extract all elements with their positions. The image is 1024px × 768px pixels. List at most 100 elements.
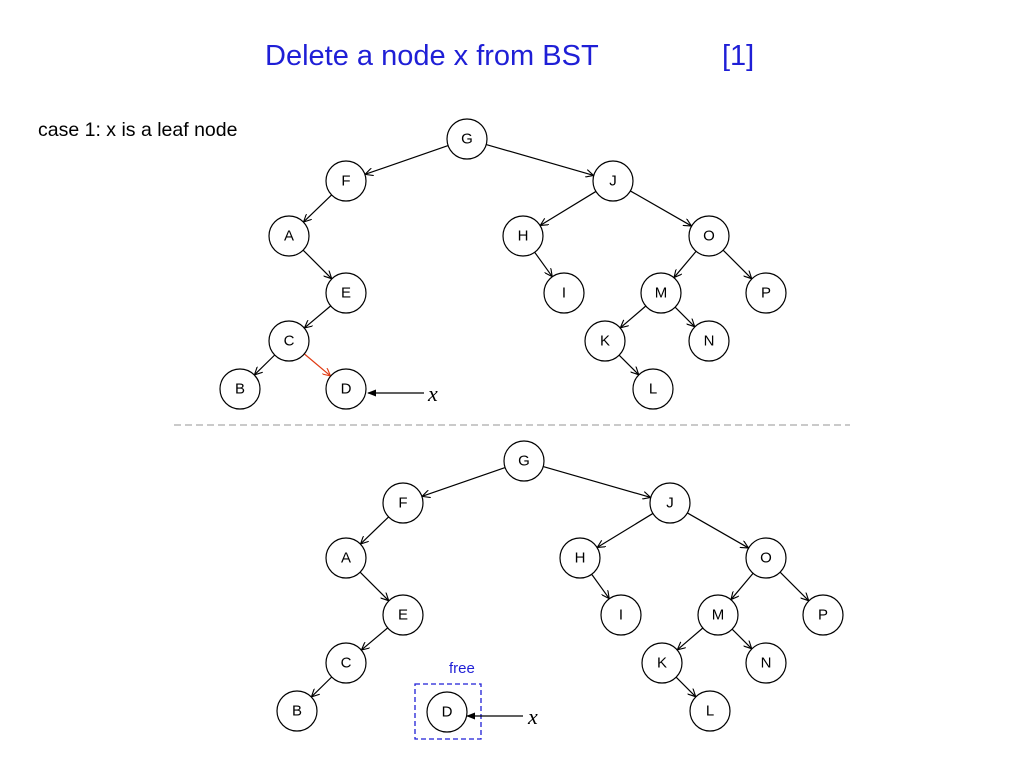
free-box [414,683,482,740]
node-label: H [575,550,586,567]
pointer-x-top: x [367,381,438,406]
edge-h-i [534,251,552,276]
node-label: P [761,285,771,302]
tree-node-a: A [268,215,310,257]
node-circle [382,482,424,524]
node-circle [559,537,601,579]
node-label: B [292,703,302,720]
pointer-label-bottom: x [527,704,538,729]
tree-node-g: G [503,440,545,482]
tree-node-b: B [219,368,261,410]
tree-node-n: N [745,642,787,684]
edge-g-f [423,466,506,497]
node-circle [268,320,310,362]
node-circle [325,537,367,579]
edge-f-a [304,194,333,222]
node-label: L [649,381,657,398]
free-box-group: free [414,660,482,740]
slide-title: Delete a node x from BST [1] [0,40,1024,80]
edge-g-j [543,465,650,498]
edge-f-a [361,516,390,544]
node-label: G [461,131,473,148]
tree-node-j: J [649,482,691,524]
node-label: J [609,173,617,190]
edge-m-k [678,627,704,649]
tree-node-i: I [600,594,642,636]
tree-node-o: O [745,537,787,579]
node-circle [640,272,682,314]
node-label: N [761,655,772,672]
node-circle [276,690,318,732]
edge-o-m [732,572,754,599]
edge-c-b [255,354,276,374]
node-circle [745,537,787,579]
node-circle [325,368,367,410]
edge-k-l [675,676,695,696]
edge-e-c [362,627,389,650]
node-label: N [704,333,715,350]
node-label: I [619,607,623,624]
node-label: M [712,607,725,624]
node-circle [382,594,424,636]
edge-g-j [486,143,593,176]
edge-a-e [302,249,331,278]
tree-node-j: J [592,160,634,202]
node-label: F [341,173,350,190]
tree-node-a: A [325,537,367,579]
node-label: B [235,381,245,398]
tree-node-d: D [325,368,367,410]
tree-node-k: K [641,642,683,684]
node-label: I [562,285,566,302]
node-circle [503,440,545,482]
node-label: C [341,655,352,672]
node-label: O [703,228,715,245]
node-label: H [518,228,529,245]
node-label: F [398,495,407,512]
node-circle [688,320,730,362]
node-circle [745,272,787,314]
edge-k-l [618,354,638,374]
edge-c-b [312,676,333,696]
edge-m-n [731,628,751,648]
edge-a-e [359,571,388,600]
tree-node-c: C [325,642,367,684]
edge-m-n [674,306,694,326]
node-circle [325,642,367,684]
edge-j-h [598,512,654,547]
node-label: A [284,228,294,245]
tree-node-h: H [559,537,601,579]
tree-node-p: P [745,272,787,314]
tree-node-m: M [640,272,682,314]
node-circle [600,594,642,636]
node-label: E [398,607,408,624]
node-circle [219,368,261,410]
case-label: case 1: x is a leaf node [38,119,238,141]
edge-m-k [621,305,647,327]
pointer-x-bottom: x [466,704,538,729]
node-circle [426,691,468,733]
tree-node-l: L [632,368,674,410]
node-circle [584,320,626,362]
tree-node-i: I [543,272,585,314]
tree-node-p: P [802,594,844,636]
tree-node-f: F [325,160,367,202]
title-text: Delete a node x from BST [265,40,599,72]
node-circle [268,215,310,257]
node-label: E [341,285,351,302]
node-label: D [442,704,453,721]
node-label: G [518,453,530,470]
node-circle [641,642,683,684]
node-label: K [600,333,610,350]
edge-j-h [541,190,597,225]
node-circle [446,118,488,160]
title-reference: [1] [722,40,755,72]
tree-node-n: N [688,320,730,362]
tree-node-g: G [446,118,488,160]
tree-node-e: E [382,594,424,636]
node-label: M [655,285,668,302]
free-label: free [449,660,475,677]
tree-node-m: M [697,594,739,636]
node-circle [688,215,730,257]
